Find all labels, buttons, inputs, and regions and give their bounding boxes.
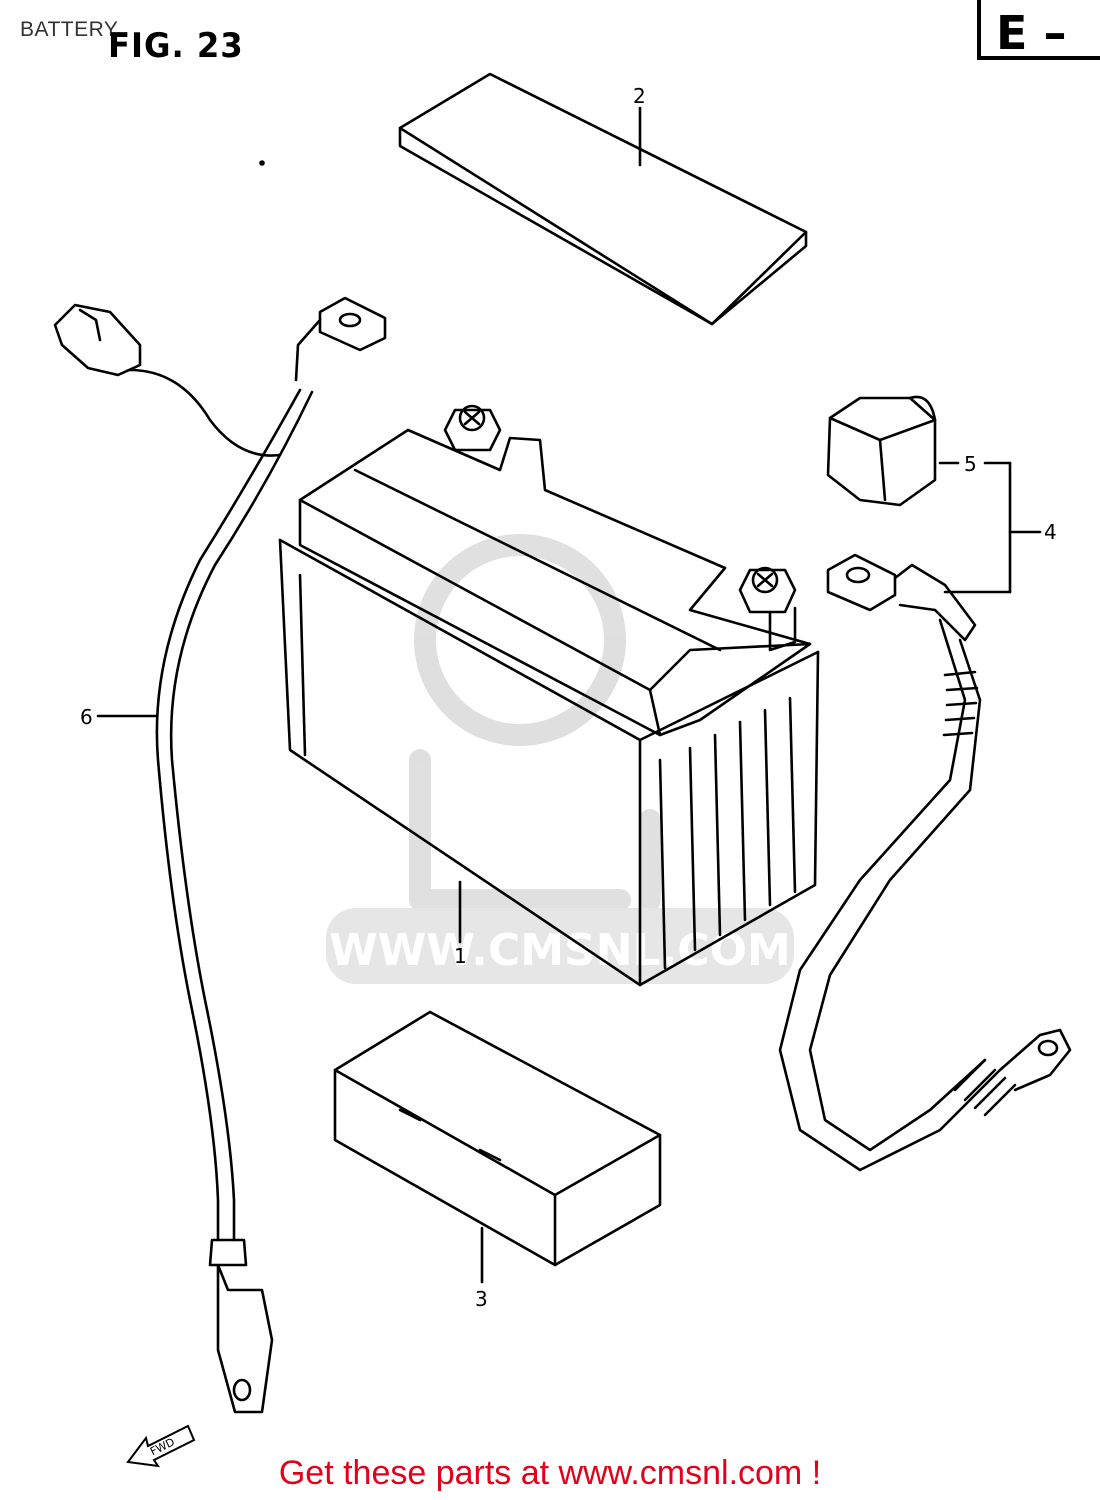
callout-4: 4 (1044, 520, 1057, 544)
footer-promo-link[interactable]: Get these parts at www.cmsnl.com ! (278, 1454, 822, 1492)
part-3-block (333, 1010, 662, 1267)
part-4-positive-cable (778, 553, 1072, 1172)
part-1-battery (278, 404, 820, 987)
speck (259, 160, 265, 166)
part-2-pad (398, 72, 808, 326)
callout-6: 6 (80, 705, 93, 729)
watermark-text: WWW.CMSNL.COM (329, 925, 791, 976)
part-6-negative-cable (53, 296, 387, 1414)
fwd-arrow-icon: FWD (126, 1424, 196, 1468)
watermark-logo (409, 534, 661, 911)
callout-5: 5 (964, 452, 977, 476)
part-5-terminal-cover (826, 395, 937, 507)
section-code: E – (996, 6, 1067, 60)
callout-1: 1 (454, 944, 467, 968)
callout-2: 2 (633, 84, 646, 108)
section-box (977, 0, 1100, 60)
leaders-4-5 (938, 461, 1042, 594)
page-title: BATTERY (20, 18, 119, 41)
callout-3: 3 (475, 1287, 488, 1311)
figure-number: FIG. 23 (108, 26, 244, 66)
